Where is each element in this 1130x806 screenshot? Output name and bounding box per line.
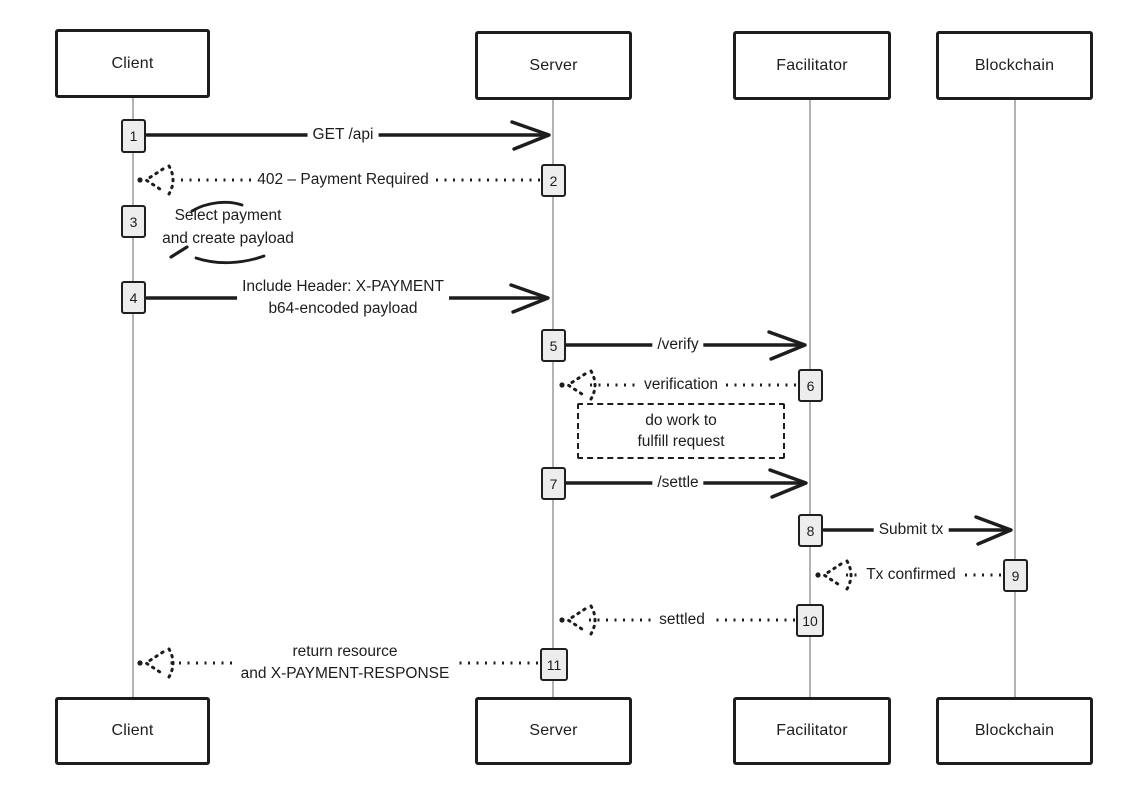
message-label-11: return resource and X-PAYMENT-RESPONSE: [235, 641, 455, 685]
actor-blockchain-top: Blockchain: [936, 31, 1093, 100]
message-label-1: GET /api: [307, 124, 379, 146]
actor-facilitator-top: Facilitator: [733, 31, 891, 100]
step-number: 6: [806, 377, 815, 394]
step-number: 9: [1011, 567, 1020, 584]
actor-client-top: Client: [55, 29, 210, 98]
step-number: 10: [802, 612, 818, 629]
message-label-10: settled: [654, 609, 710, 631]
actor-label: Server: [529, 722, 578, 739]
actor-label: Blockchain: [974, 722, 1055, 739]
message-label-6: verification: [638, 374, 724, 396]
actor-facilitator-bottom: Facilitator: [733, 697, 891, 765]
step-number: 8: [806, 522, 815, 539]
actor-label: Facilitator: [776, 56, 848, 74]
message-label-9: Tx confirmed: [861, 564, 961, 586]
message-label-4-line2: b64-encoded payload: [268, 300, 418, 317]
message-label-11-line2: and X-PAYMENT-RESPONSE: [240, 665, 450, 682]
actor-server-bottom: Server: [475, 697, 632, 765]
step-badge-6: 6: [798, 369, 823, 402]
message-label-5: /verify: [652, 334, 704, 356]
message-label-4: Include Header: X-PAYMENT b64-encoded pa…: [237, 276, 449, 320]
message-11-arrow: [137, 647, 538, 679]
actor-label: Blockchain: [974, 56, 1055, 74]
message-label-4-line1: Include Header: X-PAYMENT: [242, 278, 444, 295]
message-label-3-line1: Select payment: [174, 207, 282, 224]
message-label-11-line1: return resource: [292, 643, 398, 660]
step-number: 7: [549, 475, 558, 492]
step-badge-3: 3: [121, 205, 146, 238]
actor-label: Client: [111, 54, 154, 72]
message-3-self-loop: [169, 200, 266, 265]
step-number: 3: [129, 213, 138, 230]
message-label-8: Submit tx: [873, 519, 949, 541]
step-badge-4: 4: [121, 281, 146, 314]
message-label-2: 402 – Payment Required: [252, 169, 434, 191]
step-badge-5: 5: [541, 329, 566, 362]
step-number: 5: [549, 337, 558, 354]
work-note-line1: do work to: [645, 412, 717, 429]
actor-label: Server: [529, 56, 578, 74]
step-badge-11: 11: [540, 648, 568, 681]
message-label-3: Select payment and create payload: [157, 204, 299, 250]
step-number: 2: [549, 172, 558, 189]
step-number: 4: [129, 289, 138, 306]
step-badge-8: 8: [798, 514, 823, 547]
step-badge-7: 7: [541, 467, 566, 500]
message-label-7: /settle: [652, 472, 704, 494]
step-badge-1: 1: [121, 119, 146, 153]
step-badge-9: 9: [1003, 559, 1028, 592]
actor-blockchain-bottom: Blockchain: [936, 697, 1093, 765]
actor-client-bottom: Client: [55, 697, 210, 765]
message-label-3-line2: and create payload: [162, 230, 294, 247]
step-number: 11: [546, 656, 562, 673]
work-note-line2: fulfill request: [637, 433, 725, 450]
work-note: do work to fulfill request: [577, 403, 785, 459]
actor-label: Client: [111, 722, 154, 739]
step-badge-10: 10: [796, 604, 824, 637]
step-number: 1: [129, 128, 138, 144]
actor-server-top: Server: [475, 31, 632, 100]
step-badge-2: 2: [541, 164, 566, 197]
actor-label: Facilitator: [776, 722, 848, 739]
